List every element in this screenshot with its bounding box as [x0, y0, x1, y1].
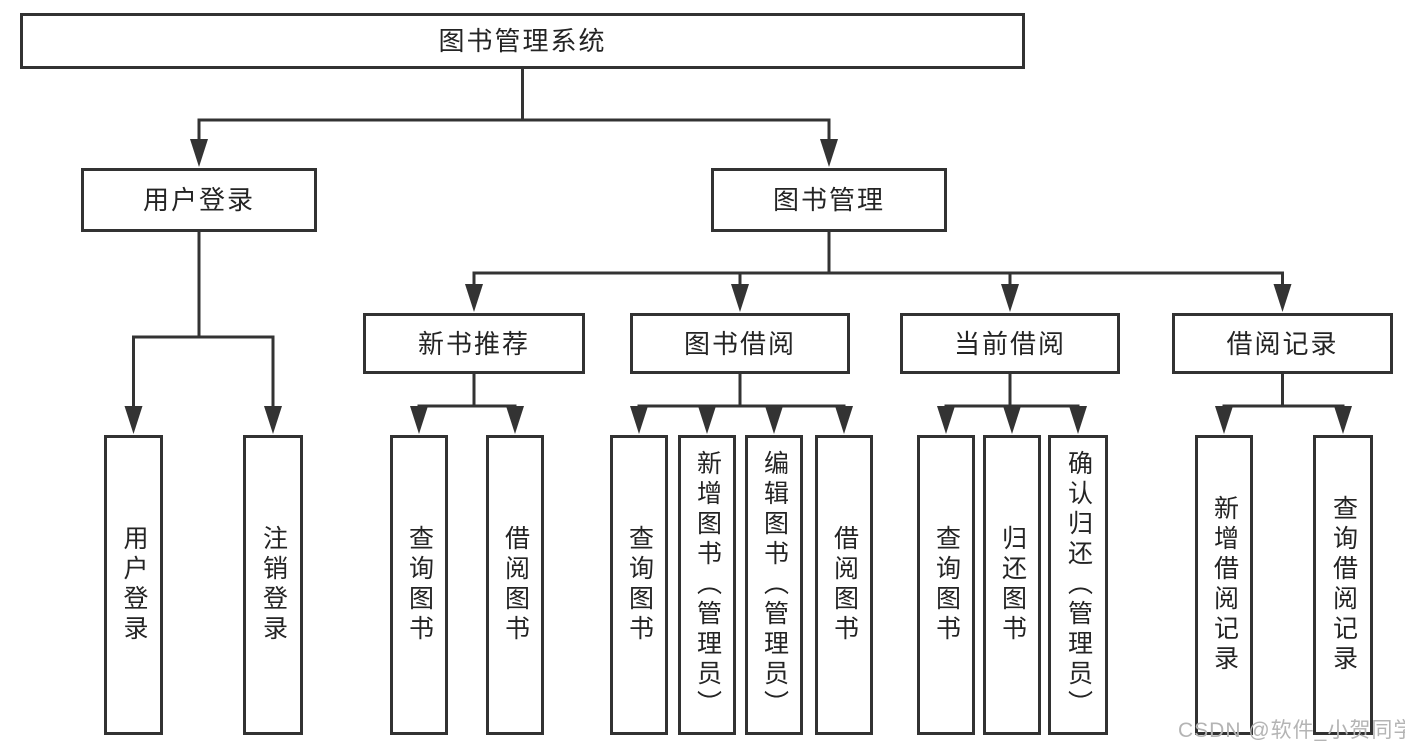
arrowhead-icon — [124, 406, 143, 434]
arrowhead-icon — [190, 139, 208, 167]
node-logout: 注销登录 — [243, 435, 303, 735]
node-borrow1: 借阅图书 — [486, 435, 544, 735]
arrowhead-icon — [937, 406, 955, 434]
arrowhead-icon — [264, 406, 282, 434]
arrowhead-icon — [765, 406, 783, 434]
arrowhead-icon — [1215, 406, 1233, 434]
node-label: 借阅记录 — [1226, 328, 1339, 359]
node-label: 用户登录 — [142, 185, 255, 215]
node-query1: 查询图书 — [390, 435, 448, 735]
node-label: 查询图书 — [625, 525, 654, 645]
node-label: 新书推荐 — [417, 328, 530, 359]
arrowhead-icon — [731, 284, 749, 312]
node-queryrecord: 查询借阅记录 — [1313, 435, 1373, 735]
arrowhead-icon — [698, 406, 716, 434]
node-query2: 查询图书 — [610, 435, 668, 735]
node-userlogin: 用户登录 — [104, 435, 163, 735]
edge-bookborrow — [630, 374, 853, 434]
edge-root — [190, 69, 838, 167]
node-label: 编辑图书（管理员） — [760, 450, 789, 720]
node-label: 图书管理系统 — [438, 26, 607, 56]
node-root: 图书管理系统 — [20, 13, 1025, 69]
node-editbook: 编辑图书（管理员） — [745, 435, 803, 735]
edge-newbook — [410, 374, 524, 434]
node-label: 借阅图书 — [830, 525, 859, 645]
node-login: 用户登录 — [81, 168, 317, 232]
node-currentborrow: 当前借阅 — [900, 313, 1120, 374]
node-borrow2: 借阅图书 — [815, 435, 873, 735]
node-label: 图书借阅 — [683, 328, 796, 359]
arrowhead-icon — [465, 284, 483, 312]
edge-login — [124, 232, 282, 434]
node-returnbook: 归还图书 — [983, 435, 1041, 735]
arrowhead-icon — [1334, 406, 1352, 434]
node-label: 图书管理 — [772, 185, 885, 215]
node-label: 借阅图书 — [501, 525, 530, 645]
node-label: 当前借阅 — [953, 328, 1066, 359]
node-label: 查询图书 — [932, 525, 961, 645]
arrowhead-icon — [1069, 406, 1087, 434]
arrowhead-icon — [1003, 406, 1021, 434]
node-label: 归还图书 — [998, 525, 1027, 645]
node-addbook: 新增图书（管理员） — [678, 435, 736, 735]
arrowhead-icon — [506, 406, 524, 434]
arrowhead-icon — [630, 406, 648, 434]
node-confirmreturn: 确认归还（管理员） — [1048, 435, 1108, 735]
node-label: 查询图书 — [405, 525, 434, 645]
node-label: 查询借阅记录 — [1329, 495, 1358, 675]
edge-currentborrow — [937, 374, 1087, 434]
node-label: 确认归还（管理员） — [1064, 450, 1093, 720]
node-label: 用户登录 — [120, 525, 148, 645]
node-bookmgmt: 图书管理 — [711, 168, 947, 232]
node-label: 注销登录 — [259, 525, 288, 645]
node-newbook: 新书推荐 — [363, 313, 585, 374]
node-bookborrow: 图书借阅 — [630, 313, 850, 374]
arrowhead-icon — [835, 406, 853, 434]
arrowhead-icon — [820, 139, 838, 167]
edge-bookmgmt — [465, 232, 1292, 312]
edge-borrowrecord — [1215, 374, 1352, 434]
arrowhead-icon — [1273, 284, 1292, 312]
arrowhead-icon — [1001, 284, 1019, 312]
watermark: CSDN @软件_小贺同学 — [1178, 719, 1405, 742]
node-borrowrecord: 借阅记录 — [1172, 313, 1393, 374]
node-query3: 查询图书 — [917, 435, 975, 735]
arrowhead-icon — [410, 406, 428, 434]
node-label: 新增借阅记录 — [1210, 495, 1239, 675]
node-addrecord: 新增借阅记录 — [1195, 435, 1253, 735]
node-label: 新增图书（管理员） — [693, 450, 722, 720]
